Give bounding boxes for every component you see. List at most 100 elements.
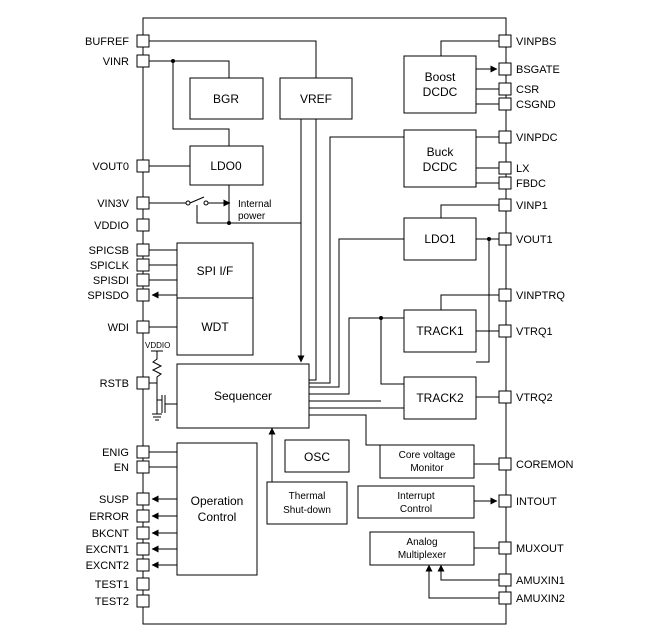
pin-vinpbs <box>498 34 512 48</box>
svg-text:TRACK1: TRACK1 <box>416 324 464 338</box>
internal-power-label: Internal <box>238 199 271 210</box>
svg-text:Multiplexer: Multiplexer <box>398 550 447 561</box>
svg-text:DCDC: DCDC <box>423 160 458 174</box>
svg-text:Sequencer: Sequencer <box>214 389 272 403</box>
pin-rstb <box>136 376 150 390</box>
pin-vtrq2 <box>498 390 512 404</box>
pin-label-lx: LX <box>516 163 530 175</box>
pin-label-vinp1: VINP1 <box>516 200 548 212</box>
track1-block: TRACK1 <box>403 309 477 353</box>
pin-label-vinr: VINR <box>103 56 129 68</box>
pin-excnt1 <box>136 542 150 556</box>
svg-text:VREF: VREF <box>300 92 332 106</box>
pin-label-csr: CSR <box>516 84 539 96</box>
pin-bkcnt <box>136 526 150 540</box>
pin-label-vout1: VOUT1 <box>516 234 553 246</box>
spi-if-block: SPI I/F <box>176 242 254 299</box>
svg-text:Interrupt: Interrupt <box>397 491 434 502</box>
pin-intout <box>498 494 512 508</box>
bgr-block: BGR <box>189 77 264 120</box>
pin-vinr <box>136 54 150 68</box>
pin-label-csgnd: CSGND <box>516 99 556 111</box>
pin-label-excnt2: EXCNT2 <box>86 560 129 572</box>
analog-multiplexer-block: Analog Multiplexer <box>369 531 475 566</box>
svg-text:Boost: Boost <box>425 70 456 84</box>
buck-dcdc-block: Buck DCDC <box>403 129 477 188</box>
pin-vout0 <box>136 159 150 173</box>
pin-muxout <box>498 541 512 555</box>
pin-label-excnt1: EXCNT1 <box>86 544 129 556</box>
pin-label-bsgate: BSGATE <box>516 64 560 76</box>
svg-text:BGR: BGR <box>213 92 239 106</box>
pin-spisdi <box>136 273 150 287</box>
wdt-block: WDT <box>176 297 254 356</box>
pin-label-spicsb: SPICSB <box>89 245 129 257</box>
left-pins: BUFREF VINR VOUT0 VIN3V VDDIO SPICSB SPI… <box>85 34 150 608</box>
pin-test1 <box>136 577 150 591</box>
pin-fbdc <box>498 176 512 190</box>
pin-coremon <box>498 457 512 471</box>
vddio-pullup-label: VDDIO <box>145 341 170 350</box>
vref-block: VREF <box>279 77 353 120</box>
thermal-shutdown-block: Thermal Shut-down <box>266 481 348 525</box>
pin-csr <box>498 82 512 96</box>
pin-spisdo <box>136 288 150 302</box>
svg-text:Buck: Buck <box>427 145 455 159</box>
pin-label-test2: TEST2 <box>95 596 129 608</box>
pin-vddio <box>136 218 150 232</box>
operation-control-block: Operation Control <box>176 442 258 576</box>
pin-label-fbdc: FBDC <box>516 178 546 190</box>
interrupt-control-block: Interrupt Control <box>357 485 475 519</box>
pin-label-vtrq1: VTRQ1 <box>516 326 553 338</box>
pin-label-test1: TEST1 <box>95 579 129 591</box>
pin-vout1 <box>498 232 512 246</box>
pin-label-susp: SUSP <box>99 494 129 506</box>
track2-block: TRACK2 <box>403 376 477 420</box>
pin-en <box>136 460 150 474</box>
pin-label-muxout: MUXOUT <box>516 543 564 555</box>
pin-spiclk <box>136 258 150 272</box>
pin-label-error: ERROR <box>89 511 129 523</box>
pin-label-vin3v: VIN3V <box>97 198 129 210</box>
pin-enig <box>136 445 150 459</box>
pin-label-bkcnt: BKCNT <box>92 528 130 540</box>
sequencer-block: Sequencer <box>176 363 310 429</box>
pin-vtrq1 <box>498 324 512 338</box>
pin-label-spiclk: SPICLK <box>90 260 130 272</box>
pin-csgnd <box>498 97 512 111</box>
pin-bsgate <box>498 62 512 76</box>
svg-text:Monitor: Monitor <box>410 463 444 474</box>
pin-label-spisdi: SPISDI <box>93 275 129 287</box>
svg-text:Control: Control <box>400 504 432 515</box>
svg-text:SPI I/F: SPI I/F <box>197 264 234 278</box>
pin-amuxin2 <box>498 591 512 605</box>
svg-text:OSC: OSC <box>304 450 330 464</box>
junction-dot <box>171 59 175 63</box>
pin-label-bufref: BUFREF <box>85 36 129 48</box>
svg-text:LDO0: LDO0 <box>210 159 242 173</box>
pin-vin3v <box>136 196 150 210</box>
pin-wdi <box>136 320 150 334</box>
pin-test2 <box>136 594 150 608</box>
pin-label-vddio: VDDIO <box>94 220 129 232</box>
pin-susp <box>136 492 150 506</box>
pin-label-vinpdc: VINPDC <box>516 132 558 144</box>
svg-text:Control: Control <box>198 510 237 524</box>
svg-text:Shut-down: Shut-down <box>283 505 331 516</box>
svg-text:TRACK2: TRACK2 <box>416 391 464 405</box>
junction-dot <box>227 221 231 225</box>
pin-excnt2 <box>136 558 150 572</box>
svg-text:Analog: Analog <box>406 537 437 548</box>
switch-contact <box>203 200 209 206</box>
pin-lx <box>498 161 512 175</box>
wires <box>149 40 499 599</box>
pin-label-amuxin1: AMUXIN1 <box>516 575 565 587</box>
osc-block: OSC <box>284 439 350 473</box>
pin-label-wdi: WDI <box>108 322 129 334</box>
svg-text:LDO1: LDO1 <box>424 232 456 246</box>
pin-vinptrq <box>498 288 512 302</box>
pin-error <box>136 509 150 523</box>
svg-text:Core voltage: Core voltage <box>399 450 456 461</box>
boost-dcdc-block: Boost DCDC <box>403 55 477 114</box>
switch-contact <box>185 200 191 206</box>
